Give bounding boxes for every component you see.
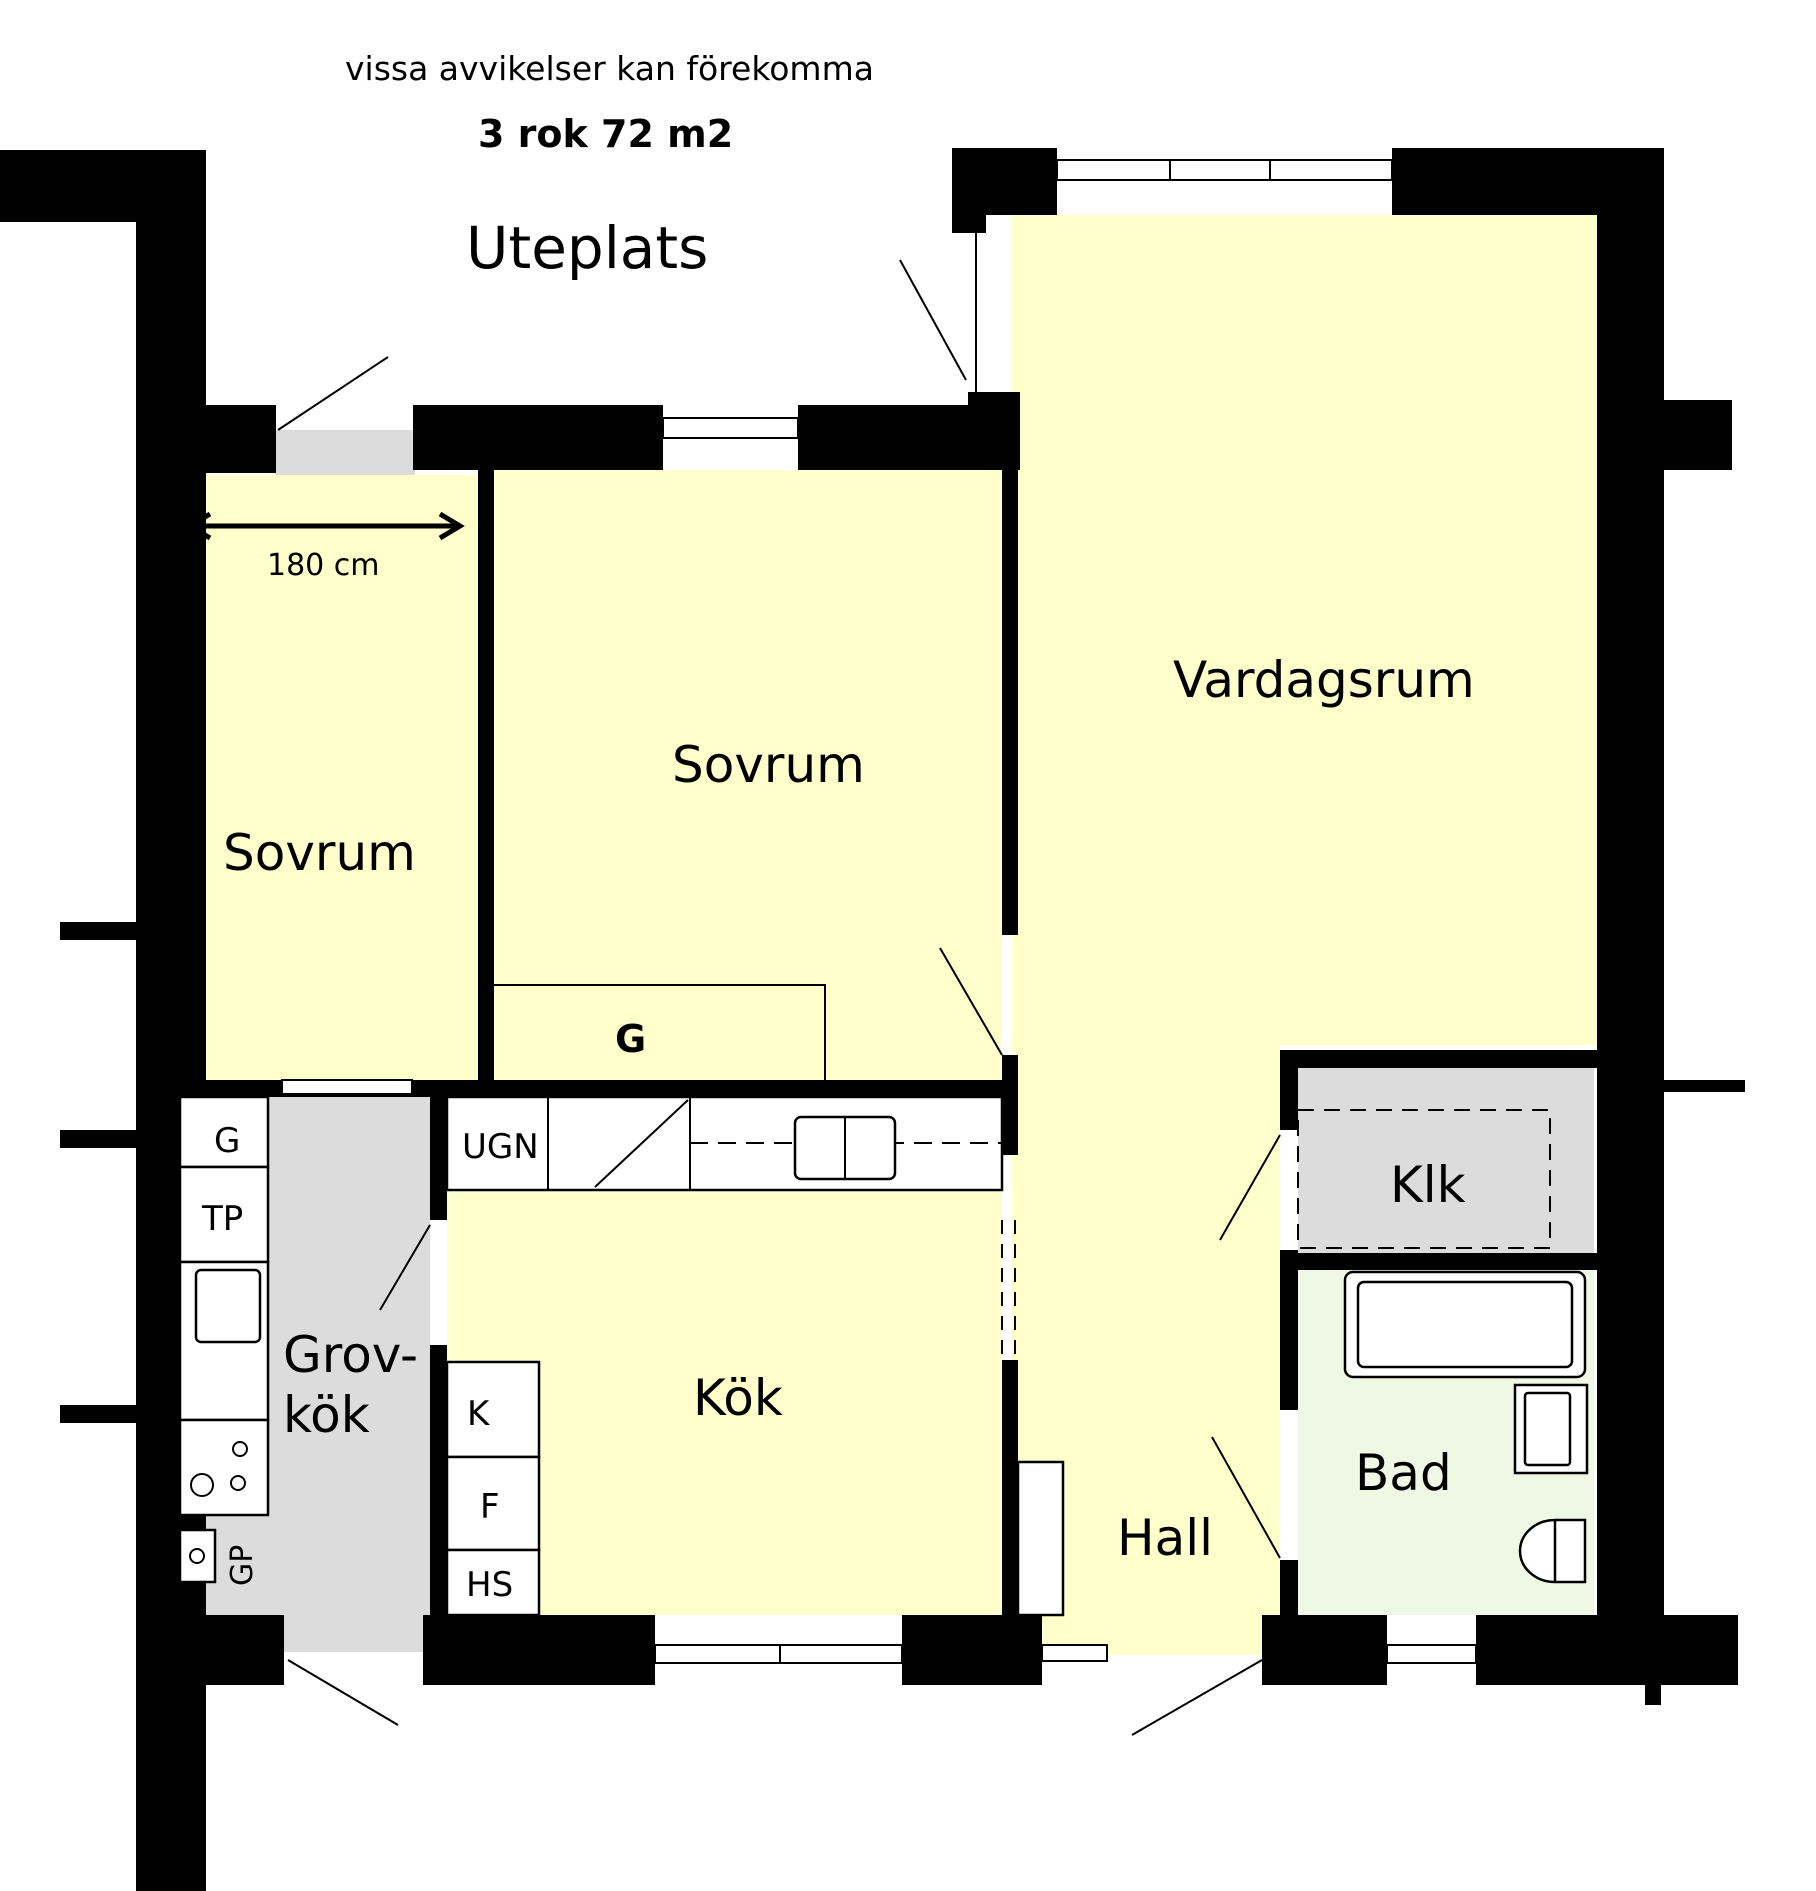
room-label-grovkok-1: Grov- xyxy=(283,1326,418,1384)
apartment-size: 3 rok 72 m2 xyxy=(478,112,733,156)
fixture-label-ugn: UGN xyxy=(462,1127,539,1167)
window-vardagsrum xyxy=(1056,159,1393,181)
room-label-kok: Kök xyxy=(693,1369,783,1427)
room-label-bad: Bad xyxy=(1355,1444,1452,1502)
laundry-units xyxy=(178,1095,270,1584)
fixture-label-grovpanel: GP xyxy=(225,1545,260,1586)
room-label-sovrum-small: Sovrum xyxy=(223,824,416,882)
wardrobe-outline xyxy=(494,984,826,1080)
room-label-sovrum-large: Sovrum xyxy=(672,736,865,794)
fixture-label-kyl: K xyxy=(467,1394,491,1434)
disclaimer-text: vissa avvikelser kan förekomma xyxy=(345,49,874,88)
fixture-label-frys: F xyxy=(480,1487,500,1527)
labels: vissa avvikelser kan förekomma 3 rok 72 … xyxy=(201,49,1475,1605)
window-kok xyxy=(654,1644,903,1664)
room-label-vardagsrum: Vardagsrum xyxy=(1173,651,1475,709)
window-hall xyxy=(1041,1644,1108,1662)
sovrum-small-floor xyxy=(180,475,478,1080)
walls xyxy=(0,148,1744,1891)
room-label-klk: Klk xyxy=(1390,1156,1466,1214)
sovrum-large-floor xyxy=(494,470,1002,1080)
room-label-grovkok-2: kök xyxy=(283,1386,370,1444)
klk-shelf-outline xyxy=(1297,1109,1551,1249)
kitchen-counter xyxy=(445,1095,1004,1192)
window-sovrum-small-bottom xyxy=(281,1079,413,1095)
dimension-arrow xyxy=(185,511,465,541)
door-swings xyxy=(277,232,1281,1736)
entry-gap-floor xyxy=(275,430,415,475)
fixture-label-torkskap: TP xyxy=(201,1199,243,1239)
fixture-label-garderob-laundry: G xyxy=(214,1121,240,1161)
window-sovrum-large xyxy=(662,417,799,439)
kitchen-tall-units xyxy=(445,1360,1065,1617)
fixture-label-hogskap: HS xyxy=(466,1565,513,1605)
uteplats-label: Uteplats xyxy=(466,214,708,282)
fixture-label-garderob-bedroom: G xyxy=(615,1017,646,1061)
vardagsrum-floor xyxy=(1012,215,1597,1045)
window-bad xyxy=(1386,1644,1477,1664)
dimension-label: 180 cm xyxy=(267,548,380,583)
room-label-hall: Hall xyxy=(1117,1509,1213,1567)
klk-floor xyxy=(1298,1068,1594,1253)
windows xyxy=(281,159,1745,1664)
toilet xyxy=(1518,1518,1587,1584)
bathroom-fixtures xyxy=(1297,1109,1589,1584)
